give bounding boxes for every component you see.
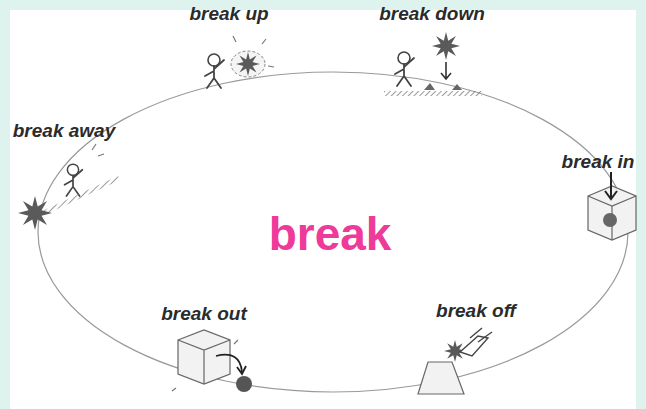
break-down-icon	[384, 32, 482, 96]
phrasal-verb: break down	[379, 3, 485, 25]
break-off-icon	[418, 328, 492, 394]
phrasal-verb: break out	[161, 303, 247, 325]
break-away-icon	[18, 144, 120, 230]
break-in-icon	[588, 172, 636, 240]
break-up-icon	[205, 36, 274, 88]
phrasal-verb: break in	[562, 151, 635, 173]
phrasal-verb: break away	[13, 120, 115, 142]
core-word: break	[269, 207, 392, 261]
break-out-icon	[172, 330, 252, 392]
cycle-ring	[38, 72, 628, 392]
phrasal-verb: break off	[436, 300, 516, 322]
panel	[10, 10, 636, 409]
phrasal-verb: break up	[189, 3, 268, 25]
